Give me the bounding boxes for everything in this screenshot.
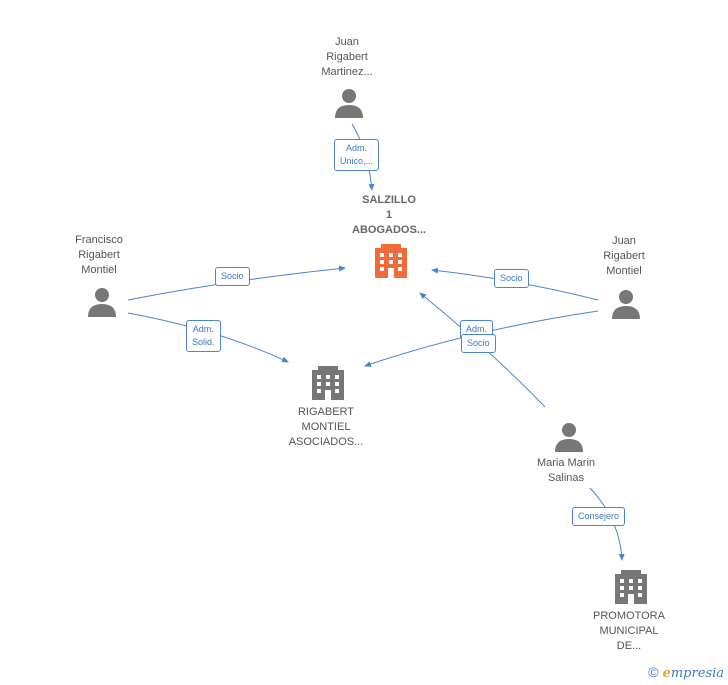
label-line: Rigabert [603,250,645,262]
building-icon[interactable] [615,570,647,604]
edge-label-adm-unico[interactable]: Adm. Unico,... [334,139,380,171]
label-line: MUNICIPAL [599,625,659,637]
label-line: ABOGADOS... [352,224,426,236]
person-icon[interactable] [555,423,583,452]
edge-label-line: Socio [500,273,523,283]
edge-label-line: Consejero [578,511,620,521]
label-line: DE... [616,640,642,652]
edge-label-socio-francisco[interactable]: Socio [215,267,250,286]
brand-first-letter: e [662,666,671,681]
label-line: Martinez... [321,66,373,78]
brand-rest: mpresia [670,666,724,681]
label-line: Rigabert [326,51,368,63]
empresia-watermark: ©empresia [648,664,724,681]
label-line: Salinas [547,472,585,484]
edge-label-line: Adm. [466,324,488,334]
label-line: Juan [335,36,359,48]
label-line: Montiel [81,264,117,276]
label-line: PROMOTORA [593,610,665,622]
label-line: RIGABERT [297,406,355,418]
node-label-rigabert-montiel-asociados[interactable]: RIGABERT MONTIEL ASOCIADOS... [266,405,386,450]
label-line: Francisco [75,234,123,246]
edge-label-line: Adm. [192,324,214,334]
edge-label-line: Adm. [346,143,368,153]
label-line: Rigabert [78,249,120,261]
edge-label-consejero[interactable]: Consejero [572,507,626,526]
node-label-promotora-municipal[interactable]: PROMOTORA MUNICIPAL DE... [569,609,689,654]
label-line: Maria Marin [536,457,596,469]
edge-label-line: Socio [221,271,244,281]
label-line: 1 [385,209,393,221]
node-label-juan-rigabert-montiel[interactable]: Juan Rigabert Montiel [564,234,684,279]
edge-label-line: Socio [467,338,490,348]
person-icon[interactable] [88,288,116,317]
edge-label-line: Solid. [192,337,215,347]
label-line: ASOCIADOS... [288,436,364,448]
person-icon[interactable] [612,290,640,319]
node-label-salzillo[interactable]: SALZILLO 1 ABOGADOS... [329,193,449,238]
building-icon[interactable] [312,366,344,400]
node-label-juan-rigabert-martinez[interactable]: Juan Rigabert Martinez... [287,35,407,80]
edge-label-adm-solid[interactable]: Adm. Solid. [186,320,221,352]
copyright-icon: © [648,664,659,680]
label-line: SALZILLO [362,194,416,206]
edge-label-socio-juan-montiel[interactable]: Socio [494,269,529,288]
building-icon[interactable] [375,244,407,278]
person-icon[interactable] [335,89,363,118]
node-label-maria-marin-salinas[interactable]: Maria Marin Salinas [506,456,626,486]
label-line: MONTIEL [301,421,351,433]
edge-label-line: Unico,... [340,156,374,166]
edge-label-socio-overlap[interactable]: Socio [461,334,496,353]
label-line: Montiel [606,265,642,277]
label-line: Juan [612,235,636,247]
node-label-francisco-rigabert-montiel[interactable]: Francisco Rigabert Montiel [39,233,159,278]
